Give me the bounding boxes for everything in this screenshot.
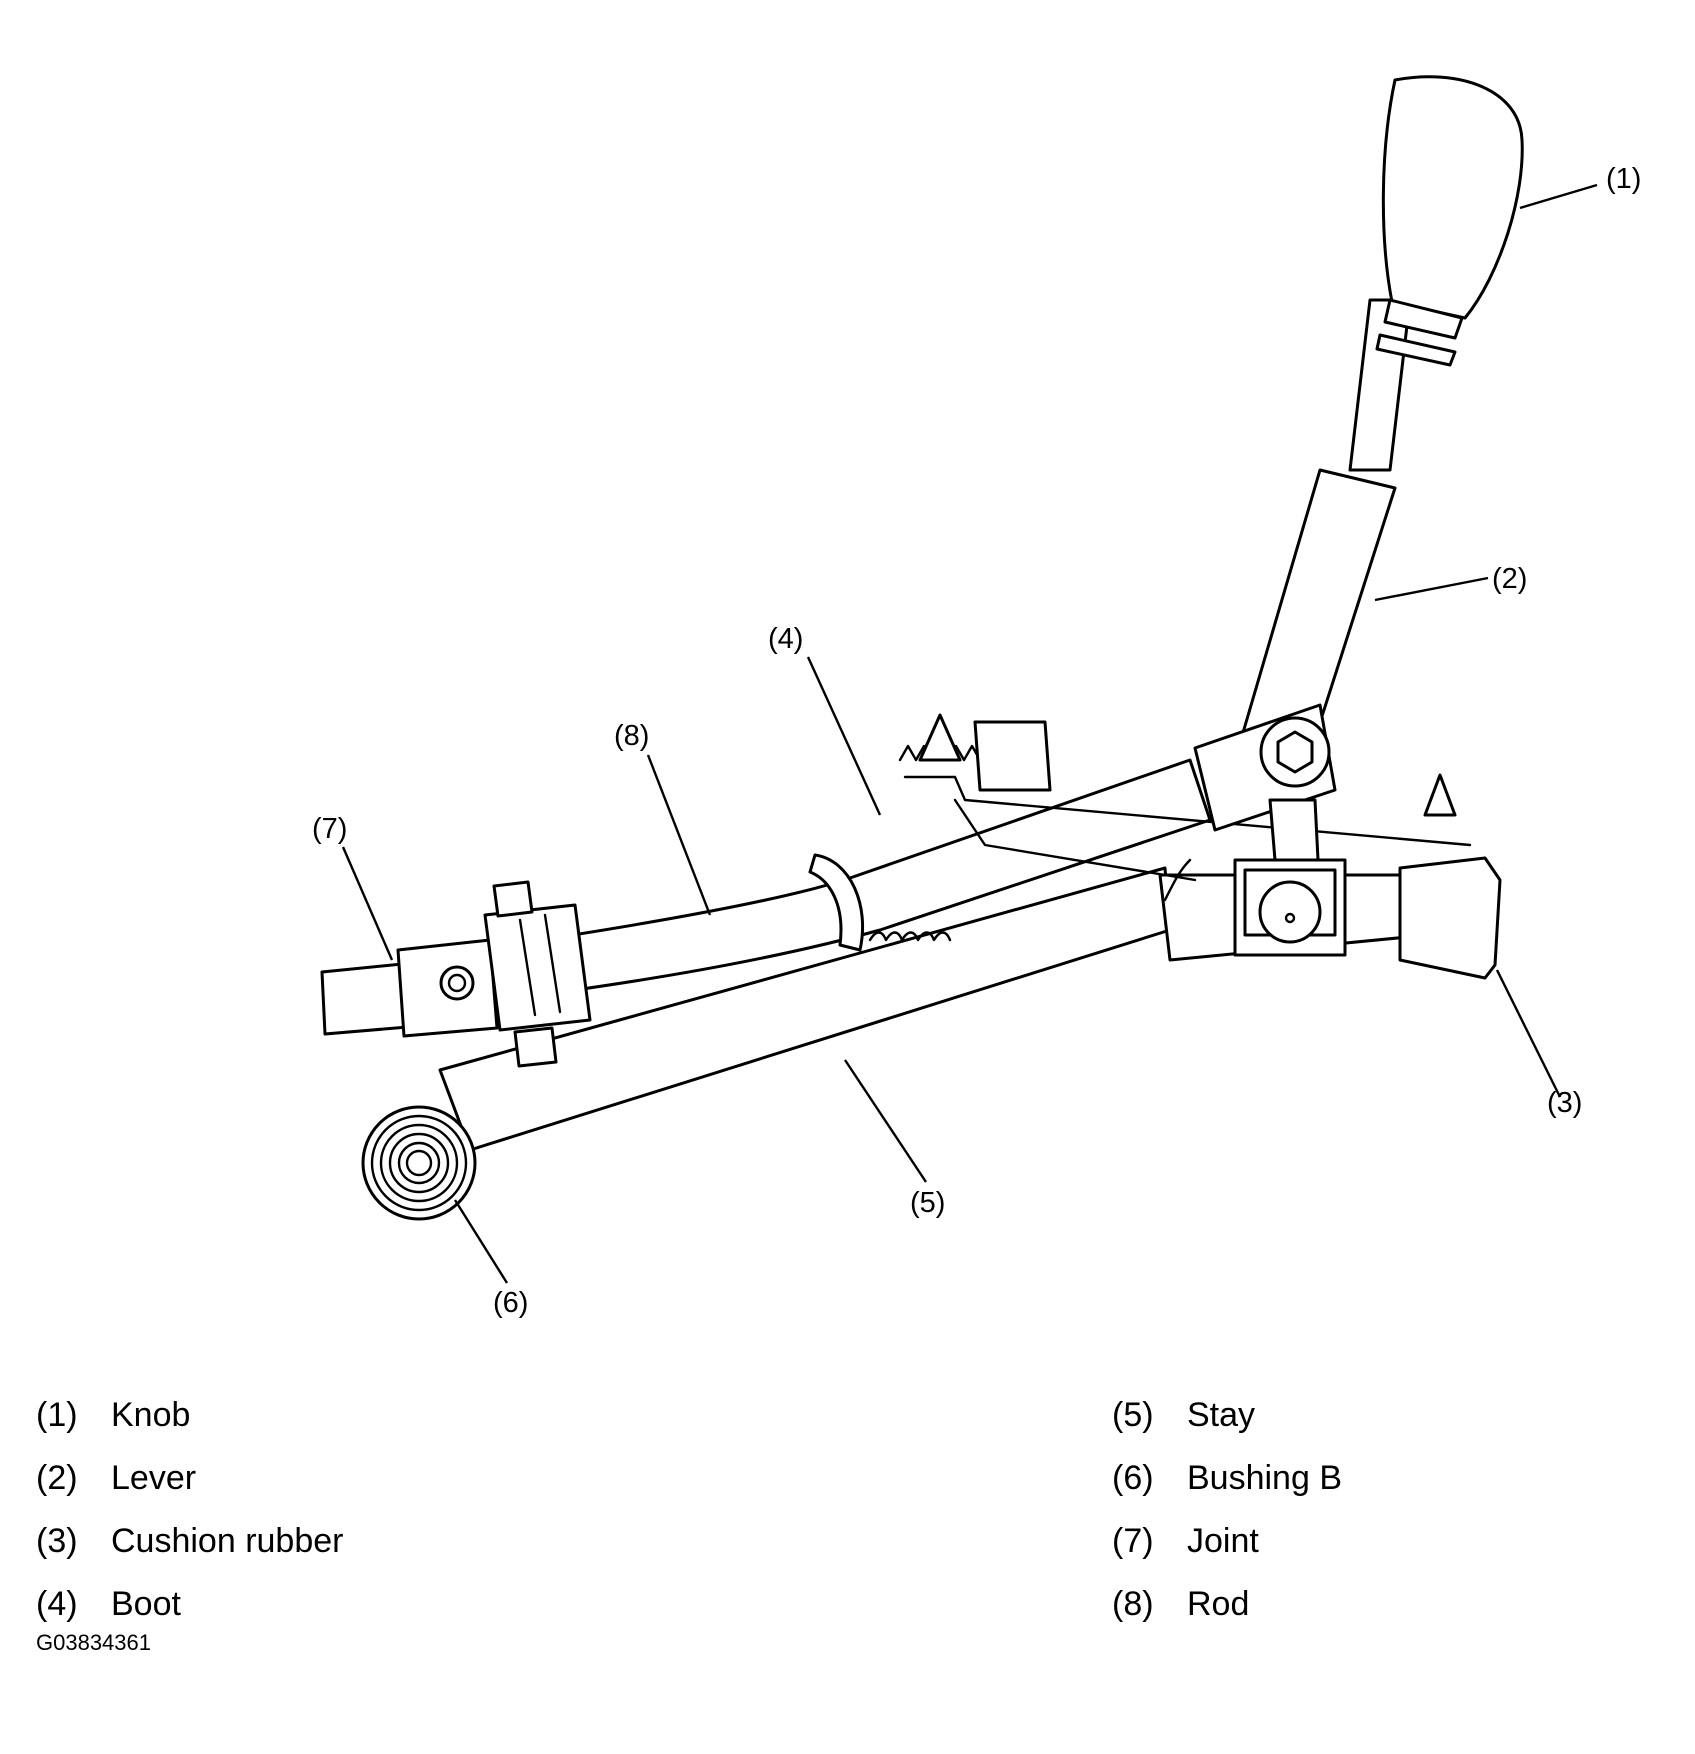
lever	[1193, 298, 1412, 862]
callout-6: (6)	[493, 1287, 528, 1319]
callout-labels: (1) (2) (3) (4) (5) (6) (7) (8)	[312, 163, 1641, 1319]
shift-bracket	[1233, 858, 1347, 957]
figure-code: G03834361	[36, 1630, 151, 1655]
legend-name: Joint	[1187, 1522, 1259, 1560]
legend-name: Cushion rubber	[111, 1522, 344, 1560]
callout-3: (3)	[1547, 1087, 1582, 1119]
callout-1: (1)	[1606, 163, 1641, 195]
callout-5: (5)	[910, 1187, 945, 1219]
legend-number: (6)	[1112, 1459, 1154, 1497]
knob	[1375, 75, 1524, 367]
legend-name: Knob	[111, 1396, 191, 1434]
legend-number: (5)	[1112, 1396, 1154, 1434]
legend-number: (2)	[36, 1459, 78, 1497]
legend-number: (4)	[36, 1585, 78, 1623]
legend-name: Rod	[1187, 1585, 1250, 1623]
legend-name: Bushing B	[1187, 1459, 1342, 1497]
legend-number: (8)	[1112, 1585, 1154, 1623]
leader-lines	[341, 183, 1598, 1284]
callout-8: (8)	[614, 720, 649, 752]
rod-clamp	[483, 880, 592, 1068]
callout-7: (7)	[312, 813, 347, 845]
legend-number: (7)	[1112, 1522, 1154, 1560]
legend-number: (3)	[36, 1522, 78, 1560]
joint	[320, 938, 499, 1038]
bushing-b	[361, 1105, 477, 1221]
callout-2: (2)	[1492, 563, 1527, 595]
legend-name: Boot	[111, 1585, 181, 1623]
legend-number: (1)	[36, 1396, 78, 1434]
legend-name: Lever	[111, 1459, 197, 1497]
callout-4: (4)	[768, 623, 803, 655]
cushion-rubber	[1398, 856, 1502, 980]
legend-name: Stay	[1187, 1396, 1256, 1434]
